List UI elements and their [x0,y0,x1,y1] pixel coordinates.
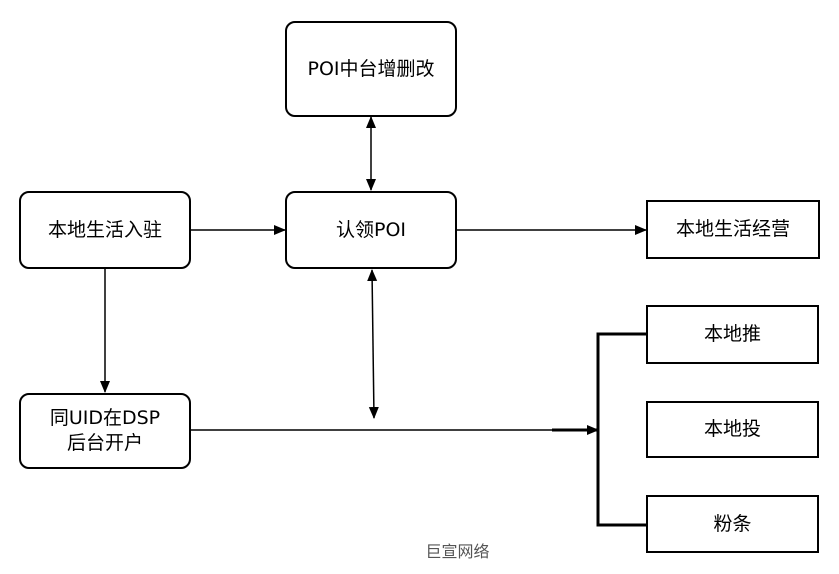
node-dsp-account-line2: 后台开户 [66,432,143,454]
node-local-life-join-label: 本地生活入驻 [47,218,162,241]
node-fans-boost: 粉条 [646,495,819,553]
products-bracket [596,332,646,527]
node-poi-platform: POI中台增删改 [285,21,457,117]
watermark: 巨宣网络 [425,542,490,561]
node-local-ads-label: 本地投 [703,418,761,441]
node-claim-poi: 认领POI [285,191,457,269]
node-poi-platform-label: POI中台增删改 [307,57,435,80]
node-local-ads: 本地投 [646,401,819,458]
node-fans-boost-label: 粉条 [713,512,752,535]
node-local-life-join: 本地生活入驻 [19,191,191,269]
node-dsp-account: 同UID在DSP 后台开户 [19,393,191,469]
edge-claim-to-dsp-line [367,269,379,419]
node-local-push: 本地推 [646,305,819,364]
node-dsp-account-line1: 同UID在DSP [49,407,161,430]
node-local-life-ops: 本地生活经营 [646,200,820,259]
node-local-life-ops-label: 本地生活经营 [675,218,790,241]
node-claim-poi-label: 认领POI [335,218,407,241]
node-local-push-label: 本地推 [703,323,761,346]
